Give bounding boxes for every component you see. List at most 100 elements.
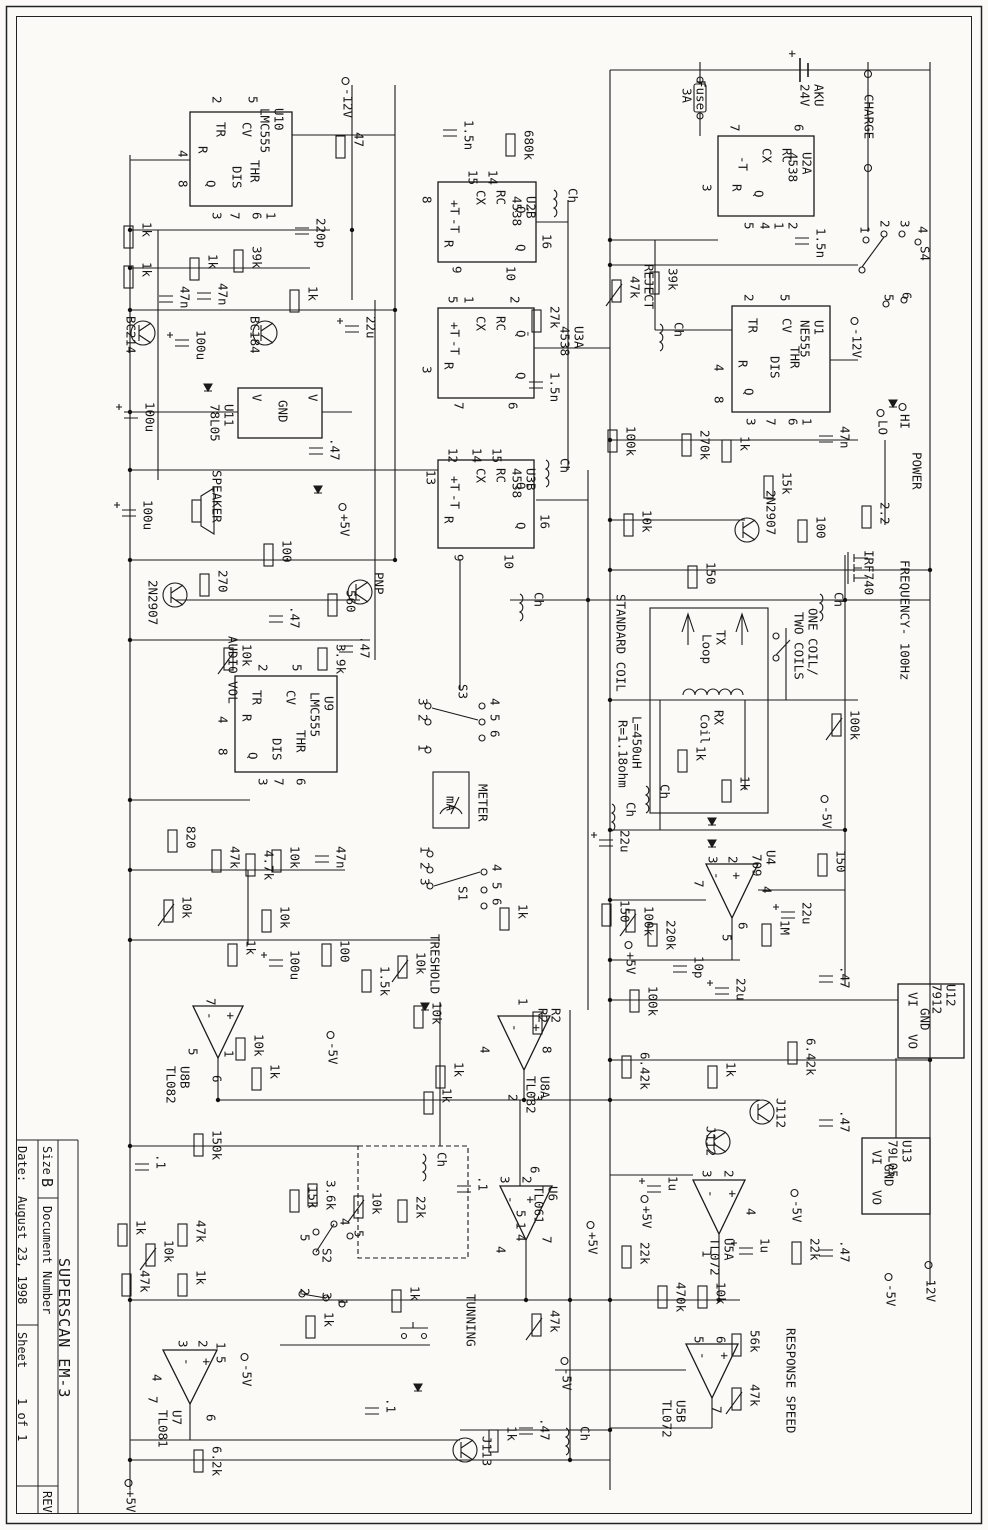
schematic-label: THR — [247, 160, 263, 183]
schematic-label: METER — [475, 784, 491, 822]
schematic-label: 5 — [213, 1356, 229, 1364]
schematic-label: 7 — [227, 212, 243, 220]
schematic-label: RC — [493, 468, 509, 484]
schematic-label: CX — [473, 316, 489, 332]
potentiometer-wiper — [725, 1391, 743, 1415]
opamp-u8a — [496, 1015, 552, 1072]
transistor — [162, 582, 188, 608]
ic-u12-box — [897, 983, 965, 1059]
transistor — [252, 320, 278, 346]
schematic-label: 1 — [699, 1250, 715, 1258]
schematic-label: Ch — [434, 1152, 450, 1168]
capacitor-symbol — [295, 227, 309, 235]
schematic-label: 6.42k — [637, 1052, 653, 1090]
schematic-label: Ch — [657, 784, 673, 800]
resistor-symbol — [193, 1449, 204, 1473]
resistor-symbol — [305, 1315, 316, 1339]
schematic-label: 47 — [351, 132, 367, 148]
schematic-label: Q — [513, 522, 529, 530]
resistor-symbol — [601, 903, 612, 927]
schematic-label: 10k — [277, 906, 293, 929]
schematic-label: +5V — [123, 1490, 139, 1513]
schematic-label: 6 — [713, 1336, 729, 1344]
schematic-label: 7 — [145, 1396, 161, 1404]
ic-boxes — [189, 111, 965, 1215]
resistor-symbol — [227, 943, 238, 967]
resistor-symbol — [787, 1041, 798, 1065]
resistor-symbol — [677, 749, 688, 773]
resistor-symbol — [271, 849, 282, 873]
schematic-label: S2 — [319, 1248, 335, 1264]
schematic-label: -12V — [923, 1272, 939, 1303]
schematic-label: 7 — [691, 880, 707, 888]
schematic-label: TL072 — [707, 1238, 723, 1276]
schematic-label: 2 — [725, 856, 741, 864]
resistor-symbol — [531, 309, 542, 333]
schematic-label: J112 — [703, 1126, 719, 1157]
switch-s3 — [424, 702, 486, 754]
schematic-label: 10k — [639, 510, 655, 533]
capacitor-symbol — [647, 1185, 661, 1193]
misc-symbols — [191, 58, 898, 1393]
schematic-label: 1 — [213, 1342, 229, 1350]
opamp-triangles — [161, 863, 760, 1406]
potentiometer-wiper — [347, 1199, 365, 1223]
schematic-label: - — [202, 1012, 218, 1020]
schematic-label: 2 — [195, 1340, 211, 1348]
schematic-label: DIS — [229, 166, 245, 189]
schematic-label: 150 — [833, 850, 849, 873]
transistor — [705, 1129, 731, 1155]
titleblock-doc-label: Document Number — [40, 1206, 54, 1315]
schematic-label: 7 — [451, 402, 467, 410]
schematic-label: 150 — [617, 900, 633, 923]
resistor-symbol — [361, 969, 372, 993]
switch-coil-select — [772, 632, 791, 662]
terminal-circle — [326, 1030, 335, 1040]
resistor-symbol — [307, 1183, 318, 1207]
schematic-label: +5V — [623, 952, 639, 975]
polarity-plus-mark — [731, 1240, 737, 1246]
potentiometer-wiper — [217, 651, 235, 675]
schematic-label: -5V — [883, 1284, 899, 1307]
schematic-label: 1k — [139, 262, 155, 278]
schematic-label: - — [703, 1190, 719, 1198]
schematic-label: 3A — [679, 88, 695, 104]
schematic-label: .47 — [327, 438, 343, 461]
schematic-label: 1u — [665, 1176, 681, 1192]
schematic-label: TR — [249, 690, 265, 706]
schematic-label: U6 — [545, 1186, 561, 1202]
schematic-label: CHARGE — [861, 94, 877, 140]
fuse-symbol — [693, 76, 707, 120]
resistor-symbol — [145, 1243, 156, 1267]
schematic-label: 1 — [415, 744, 431, 752]
ic-u1-box — [731, 305, 831, 413]
schematic-label: VO — [869, 1190, 885, 1206]
schematic-label: 5 — [289, 664, 305, 672]
schematic-label: 100k — [645, 986, 661, 1017]
component-symbols — [114, 76, 933, 1488]
coil-enclosure — [649, 607, 769, 814]
opamp-u8b — [191, 1005, 245, 1060]
schematic-label: 2 — [505, 1094, 521, 1102]
schematic-label: Q̄ — [513, 482, 529, 490]
schematic-label: mA — [443, 796, 459, 812]
schematic-label: 10 — [503, 266, 519, 282]
titleblock-rev-label: REV — [40, 1491, 54, 1513]
schematic-label: R — [441, 516, 457, 524]
schematic-label: 5 — [691, 1336, 707, 1344]
schematic-label: 22u — [363, 316, 379, 339]
schematic-label: 4 — [337, 1218, 353, 1226]
schematic-label: CX — [759, 148, 775, 164]
potentiometer-wiper — [525, 1317, 543, 1341]
schematic-label: 560 — [343, 590, 359, 613]
schematic-label: 3 — [699, 1170, 715, 1178]
schematic-label: 4 — [513, 1234, 529, 1242]
schematic-label: + — [717, 1352, 733, 1360]
schematic-label: 47k — [137, 1270, 153, 1293]
schematic-label: 220p — [313, 218, 329, 249]
schematic-label: 15k — [779, 472, 795, 495]
schematic-label: 12 — [445, 448, 461, 464]
schematic-label: U7 — [169, 1410, 185, 1426]
schematic-label: 2 — [417, 862, 433, 870]
schematic-label: .47 — [837, 966, 853, 989]
